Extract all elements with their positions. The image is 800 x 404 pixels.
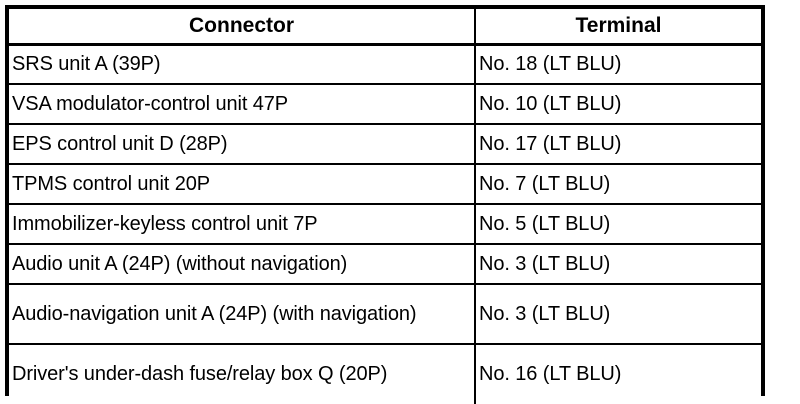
connector-terminal-table: Connector Terminal SRS unit A (39P) No. 1… [9,9,761,404]
cell-terminal: No. 7 (LT BLU) [475,164,761,205]
connector-terminal-table-container: Connector Terminal SRS unit A (39P) No. 1… [5,5,765,404]
cell-terminal-text: No. 7 (LT BLU) [479,172,611,195]
cell-terminal-text: No. 16 (LT BLU) [479,363,622,386]
cell-terminal: No. 16 (LT BLU) [475,344,761,404]
table-header-row: Connector Terminal [9,9,761,46]
column-header-connector: Connector [9,9,476,46]
cell-connector-text: EPS control unit D (28P) [12,132,228,155]
cell-terminal: No. 5 (LT BLU) [475,204,761,245]
cell-terminal: No. 17 (LT BLU) [475,124,761,165]
cell-connector-text: Audio-navigation unit A (24P) (with navi… [12,302,417,325]
table-row: VSA modulator-control unit 47P No. 10 (LT… [9,84,761,125]
cell-terminal: No. 18 (LT BLU) [475,44,761,85]
cell-connector-text: TPMS control unit 20P [12,172,210,195]
cell-connector: EPS control unit D (28P) [9,124,476,165]
table-row: Driver's under-dash fuse/relay box Q (20… [9,344,761,404]
cell-terminal-text: No. 3 (LT BLU) [479,252,611,275]
column-header-connector-label: Connector [189,14,294,38]
cell-connector-text: Audio unit A (24P) (without navigation) [12,252,348,275]
table-row: TPMS control unit 20P No. 7 (LT BLU) [9,164,761,205]
column-header-terminal: Terminal [475,9,761,46]
table-row: Audio unit A (24P) (without navigation) N… [9,244,761,285]
cell-connector: Immobilizer-keyless control unit 7P [9,204,476,245]
cell-connector-text: SRS unit A (39P) [12,53,161,76]
table-row: Audio-navigation unit A (24P) (with navi… [9,284,761,345]
cell-connector: SRS unit A (39P) [9,44,476,85]
cell-connector-text: Driver's under-dash fuse/relay box Q (20… [12,363,388,386]
cell-connector: Audio-navigation unit A (24P) (with navi… [9,284,476,345]
table-header: Connector Terminal [9,9,761,46]
cell-terminal-text: No. 10 (LT BLU) [479,92,622,115]
cell-connector: VSA modulator-control unit 47P [9,84,476,125]
cell-terminal-text: No. 5 (LT BLU) [479,212,611,235]
table-row: Immobilizer-keyless control unit 7P No. 5… [9,204,761,245]
table-row: EPS control unit D (28P) No. 17 (LT BLU) [9,124,761,165]
cell-terminal-text: No. 17 (LT BLU) [479,132,622,155]
cell-terminal: No. 10 (LT BLU) [475,84,761,125]
table-row: SRS unit A (39P) No. 18 (LT BLU) [9,44,761,85]
table-body: SRS unit A (39P) No. 18 (LT BLU) VSA modul… [9,44,761,404]
cell-connector: TPMS control unit 20P [9,164,476,205]
cell-connector: Driver's under-dash fuse/relay box Q (20… [9,344,476,404]
cell-terminal-text: No. 18 (LT BLU) [479,53,622,76]
cell-terminal-text: No. 3 (LT BLU) [479,302,611,325]
cell-connector-text: Immobilizer-keyless control unit 7P [12,212,318,235]
column-header-terminal-label: Terminal [575,14,662,38]
cell-connector-text: VSA modulator-control unit 47P [12,92,289,115]
cell-terminal: No. 3 (LT BLU) [475,284,761,345]
cell-terminal: No. 3 (LT BLU) [475,244,761,285]
cell-connector: Audio unit A (24P) (without navigation) [9,244,476,285]
